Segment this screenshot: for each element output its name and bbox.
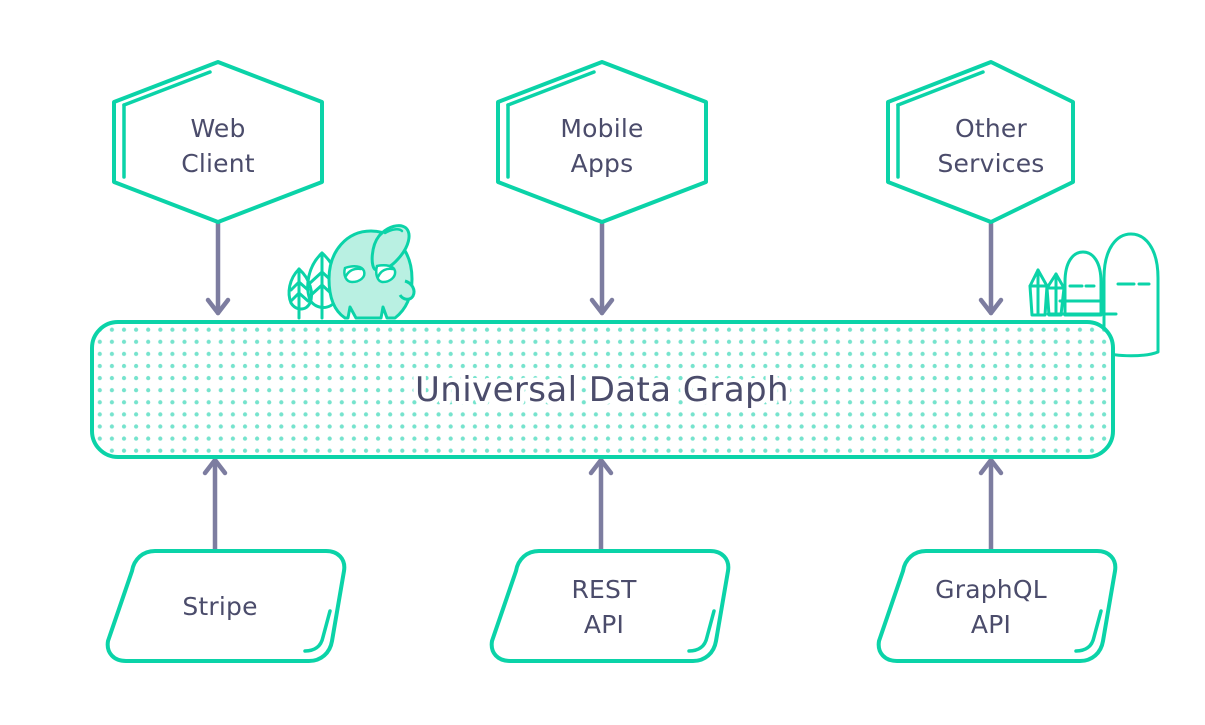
hexagon-shape — [886, 60, 1075, 224]
node-mobile-apps[interactable]: Mobile Apps — [496, 60, 708, 224]
hexagon-shape — [112, 60, 324, 224]
node-label-line2: API — [584, 610, 624, 639]
hexagon-accent-line — [122, 70, 212, 107]
node-graphql-api[interactable]: GraphQL API — [876, 549, 1118, 663]
node-label-line1: REST — [571, 575, 637, 604]
card-shape — [876, 549, 1118, 663]
universal-data-graph-label: Universal Data Graph — [415, 370, 789, 410]
node-label-line1: Mobile — [560, 114, 643, 143]
node-label-line2: API — [971, 610, 1011, 639]
hexagon-accent-line — [506, 70, 596, 107]
arrow-graphql-api-to-graph — [978, 457, 1004, 556]
card-accent-arc — [303, 609, 332, 653]
arrow-rest-api-to-graph — [588, 457, 614, 556]
node-label-line1: Web — [190, 114, 245, 143]
node-web-client[interactable]: Web Client — [112, 60, 324, 224]
arrow-stripe-to-graph — [202, 457, 228, 556]
mountain-range-icon — [1063, 232, 1160, 358]
hexagon-shape — [496, 60, 708, 224]
card-accent-arc — [687, 609, 716, 653]
node-rest-api[interactable]: REST API — [489, 549, 731, 663]
mountain-contour-lines-icon — [1046, 299, 1118, 316]
card-accent-arc — [1074, 609, 1103, 653]
crystal-cluster-icon — [1028, 268, 1066, 317]
card-shape — [489, 549, 731, 663]
connector-arrows — [202, 215, 1004, 556]
node-label-line1: Stripe — [182, 592, 257, 621]
node-label-line2: Client — [181, 149, 255, 178]
node-stripe[interactable]: Stripe — [105, 549, 347, 663]
ghost-mascot-icon — [327, 224, 416, 320]
node-label-line1: GraphQL — [935, 575, 1047, 604]
arrow-mobile-apps-to-graph — [589, 215, 615, 316]
node-label-line2: Services — [937, 149, 1044, 178]
universal-data-graph-bar[interactable]: Universal Data Graph — [90, 320, 1115, 459]
node-label-line1: Other — [955, 114, 1028, 143]
arrow-other-services-to-graph — [978, 215, 1004, 316]
bar-dot-pattern — [92, 322, 1113, 457]
arrow-web-client-to-graph — [205, 215, 231, 316]
node-other-services[interactable]: Other Services — [886, 60, 1075, 224]
card-shape — [105, 549, 347, 663]
hexagon-accent-line — [896, 70, 985, 107]
node-label-line2: Apps — [571, 149, 634, 178]
